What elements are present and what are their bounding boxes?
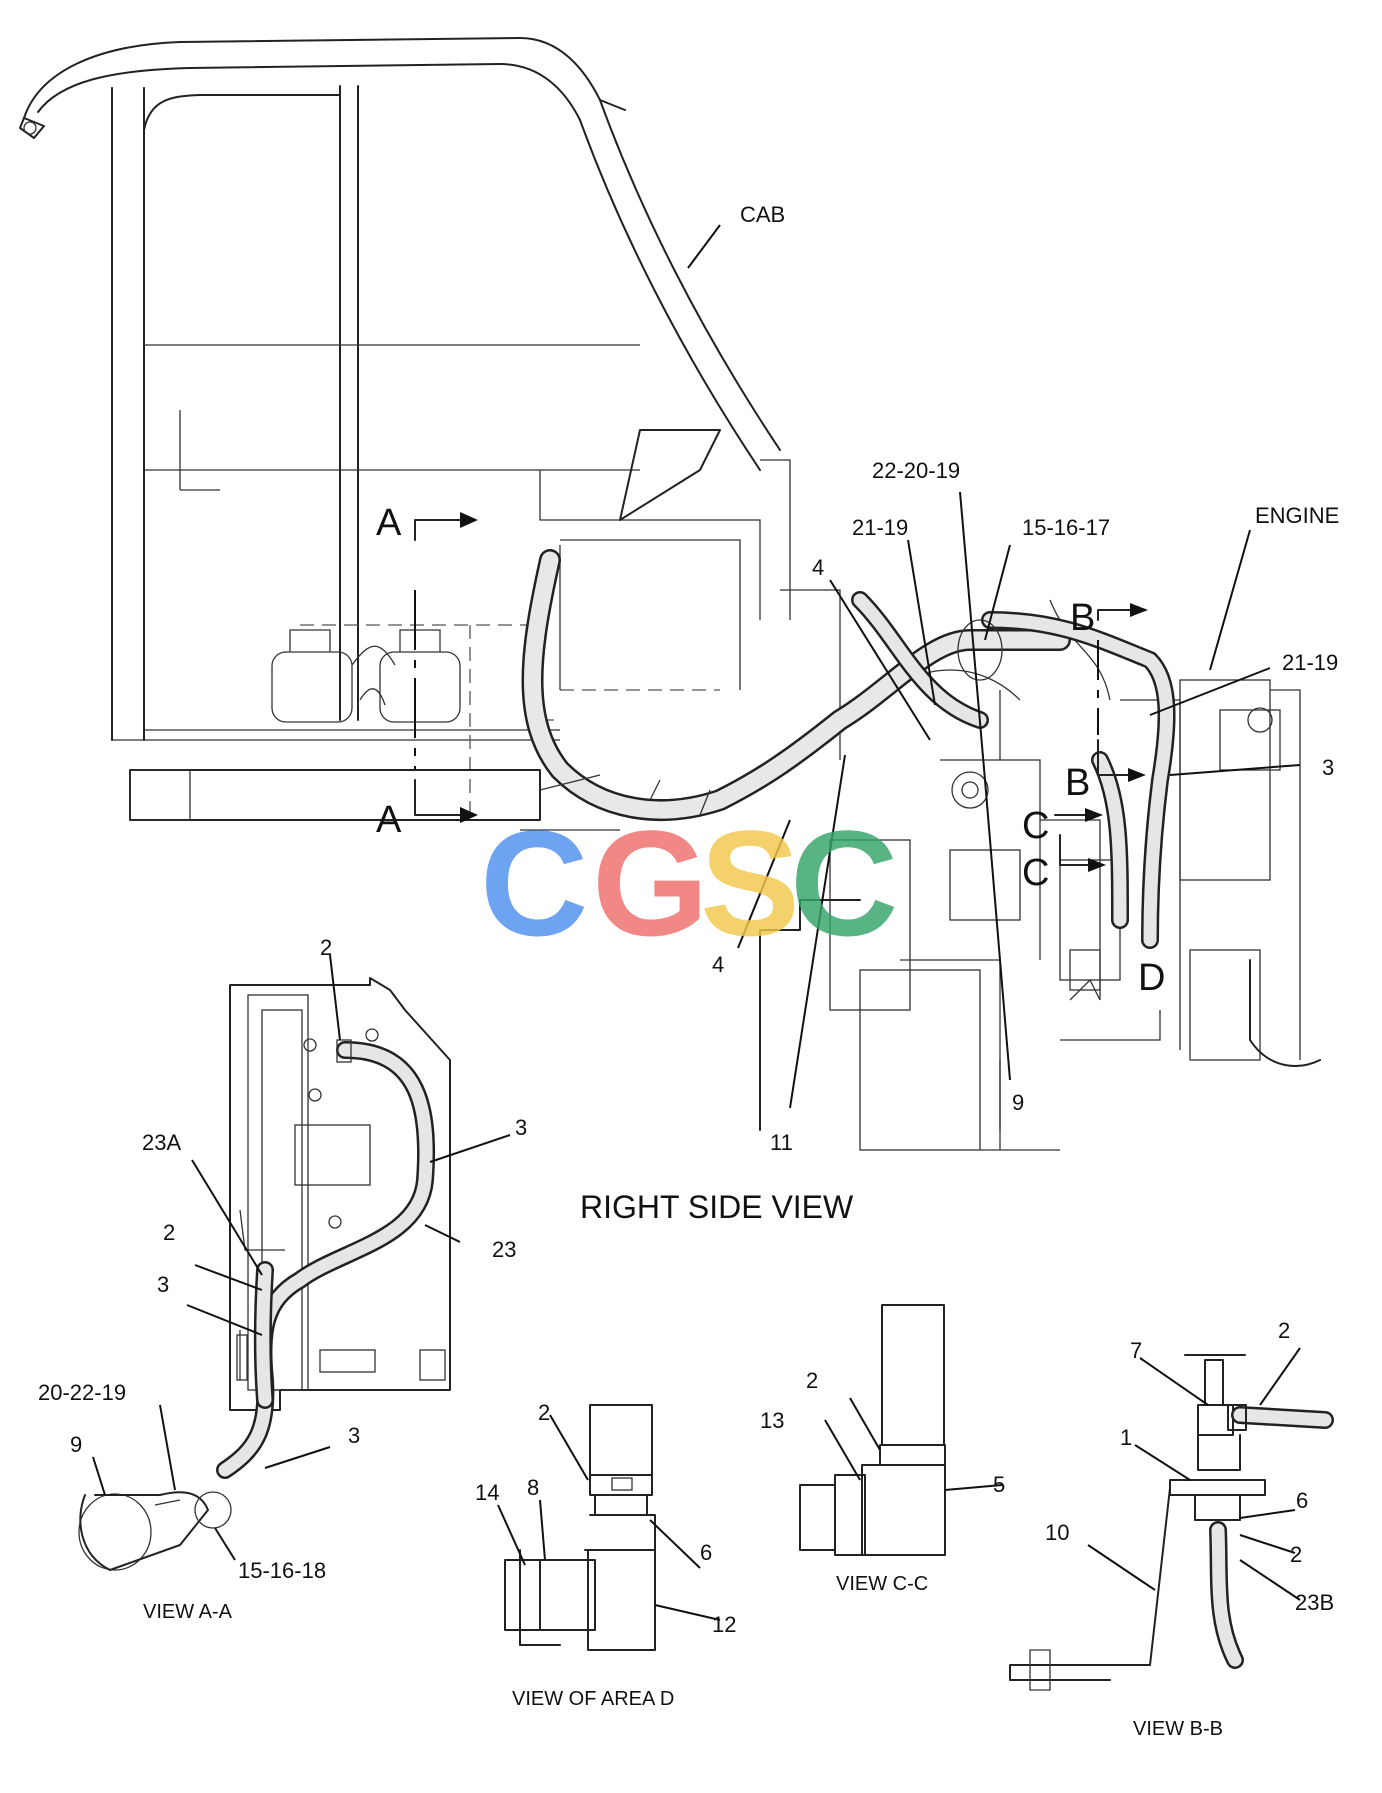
vd-label-2: 2 — [538, 1400, 550, 1425]
va-label-3-bottom: 3 — [348, 1423, 360, 1448]
vc-label-13: 13 — [760, 1408, 784, 1433]
watermark-letter-4: C — [790, 799, 898, 967]
section-b-top: B — [1070, 597, 1095, 639]
va-label-9: 9 — [70, 1432, 82, 1457]
view-b-b-caption: VIEW B-B — [1133, 1718, 1223, 1740]
section-a-top: A — [376, 502, 402, 544]
section-c-bottom: C — [1022, 852, 1049, 894]
va-label-2-left: 2 — [163, 1220, 175, 1245]
section-b-bottom: B — [1065, 762, 1090, 804]
label-4-upper: 4 — [812, 555, 824, 580]
vc-label-5: 5 — [993, 1472, 1005, 1497]
va-label-23a: 23A — [142, 1130, 181, 1155]
label-15-16-17: 15-16-17 — [1022, 515, 1110, 540]
vd-label-12: 12 — [712, 1612, 736, 1637]
vb-label-7: 7 — [1130, 1338, 1142, 1363]
va-label-3-right: 3 — [515, 1115, 527, 1140]
main-hose — [521, 549, 1176, 949]
valve-assembly — [129, 429, 841, 831]
vd-label-6: 6 — [700, 1540, 712, 1565]
vb-label-23b: 23B — [1295, 1590, 1334, 1615]
label-21-19-top: 21-19 — [852, 515, 908, 540]
va-label-15-16-18: 15-16-18 — [238, 1558, 326, 1583]
view-area-d-drawing — [497, 1404, 721, 1651]
label-3-right: 3 — [1322, 755, 1334, 780]
label-22-20-19: 22-20-19 — [872, 458, 960, 483]
label-21-19-right: 21-19 — [1282, 650, 1338, 675]
label-9-main: 9 — [1012, 1090, 1024, 1115]
vb-label-2-top: 2 — [1278, 1318, 1290, 1343]
label-engine: ENGINE — [1255, 503, 1339, 528]
vd-label-8: 8 — [527, 1475, 539, 1500]
view-a-a-caption: VIEW A-A — [143, 1601, 233, 1623]
watermark-letter-3: S — [700, 799, 800, 967]
right-side-view-title: RIGHT SIDE VIEW — [580, 1189, 854, 1225]
vb-label-10: 10 — [1045, 1520, 1069, 1545]
label-cab: CAB — [740, 202, 785, 227]
view-c-c-caption: VIEW C-C — [836, 1573, 928, 1595]
vc-label-2: 2 — [806, 1368, 818, 1393]
view-b-b-drawing — [1009, 1347, 1334, 1691]
watermark-letter-2: G — [592, 799, 709, 967]
section-markers — [414, 512, 1148, 872]
view-area-d-caption: VIEW OF AREA D — [512, 1688, 674, 1710]
area-d-marker: D — [1138, 957, 1165, 999]
vb-label-2-mid: 2 — [1290, 1542, 1302, 1567]
vb-label-6: 6 — [1296, 1488, 1308, 1513]
watermark-letter-1: C — [480, 799, 588, 967]
va-label-20-22-19: 20-22-19 — [38, 1380, 126, 1405]
view-a-a-drawing — [78, 954, 511, 1571]
main-leaders — [687, 224, 1301, 1109]
cab-frame — [19, 37, 781, 820]
va-label-23: 23 — [492, 1237, 516, 1262]
cgsc-watermark: C G S C — [480, 799, 898, 967]
va-label-3-left: 3 — [157, 1272, 169, 1297]
view-c-c-drawing — [799, 1304, 1003, 1556]
vd-label-14: 14 — [475, 1480, 499, 1505]
va-label-2-top: 2 — [320, 935, 332, 960]
label-11: 11 — [770, 1130, 793, 1155]
vb-label-1: 1 — [1120, 1425, 1132, 1450]
label-4-lower: 4 — [712, 952, 724, 977]
section-c-top: C — [1022, 805, 1049, 847]
section-a-bottom: A — [376, 799, 402, 841]
